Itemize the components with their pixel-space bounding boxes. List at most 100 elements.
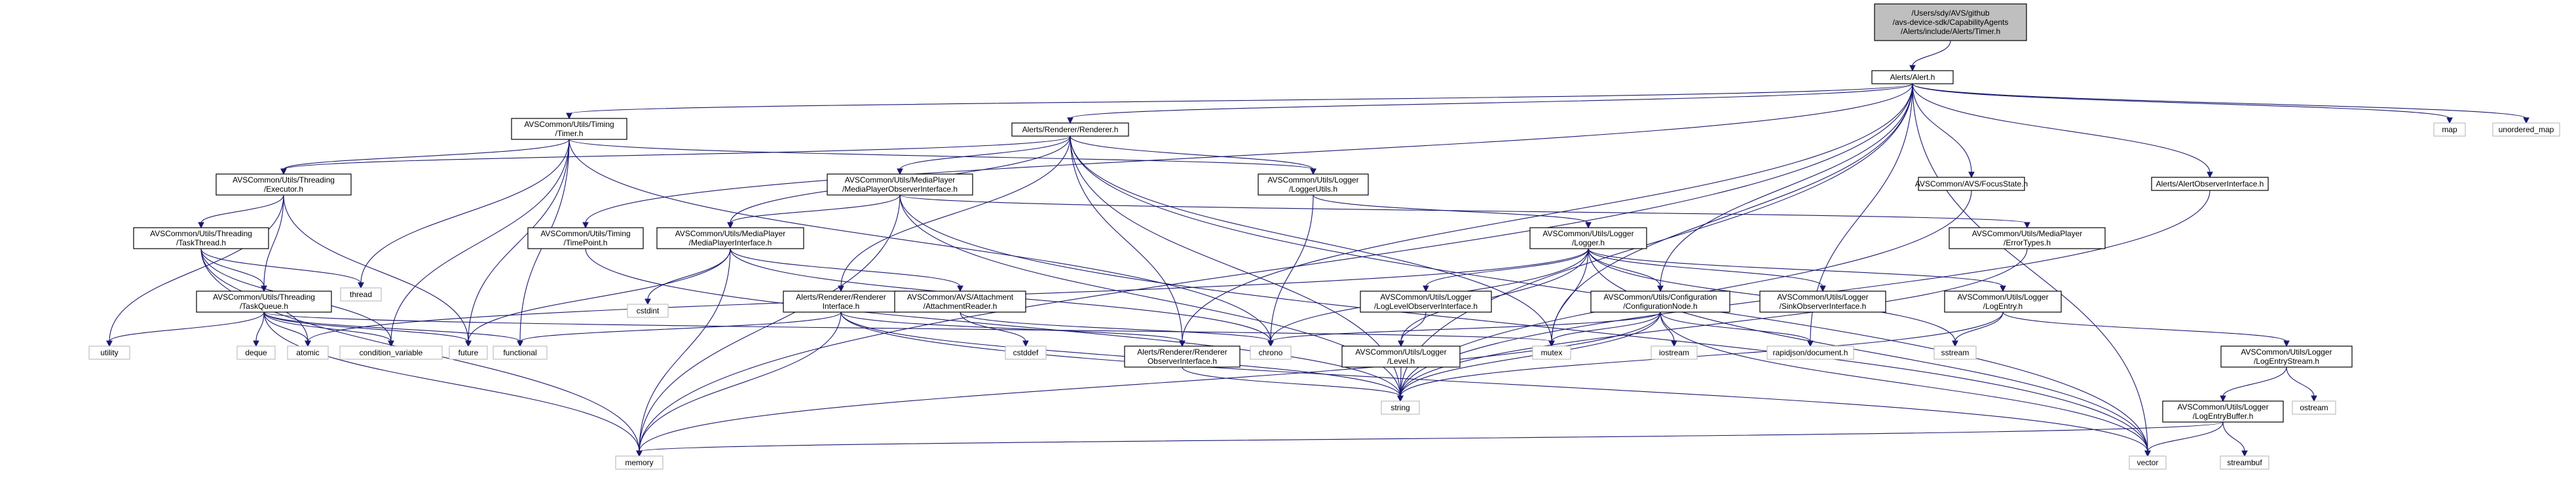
node-errtypes[interactable]: AVSCommon/Utils/MediaPlayer/ErrorTypes.h (1949, 227, 2106, 249)
node-label-timepoint-0: AVSCommon/Utils/Timing (540, 229, 630, 238)
node-sinkobs[interactable]: AVSCommon/Utils/Logger/SinkObserverInter… (1759, 291, 1886, 313)
node-confnode[interactable]: AVSCommon/Utils/Configuration/Configurat… (1590, 291, 1730, 313)
node-box-chrono (1250, 345, 1292, 360)
edge-renderer-to-executor (283, 135, 1071, 170)
node-timepoint[interactable]: AVSCommon/Utils/Timing/TimePoint.h (527, 227, 644, 249)
node-label-confnode-0: AVSCommon/Utils/Configuration (1603, 292, 1717, 302)
node-iostream[interactable]: iostream (1651, 345, 1698, 360)
node-mutex[interactable]: mutex (1532, 345, 1571, 360)
edge-logger-to-logentry (1588, 248, 2004, 287)
node-thread[interactable]: thread (340, 287, 382, 302)
node-box-logger (1529, 227, 1647, 249)
edge-executor-to-tasksthread (200, 194, 284, 224)
node-string[interactable]: string (1381, 400, 1420, 415)
node-condvar[interactable]: condition_variable (339, 345, 443, 360)
node-label-iostream-0: iostream (1659, 348, 1689, 357)
node-box-renderer (1011, 122, 1129, 137)
node-deque[interactable]: deque (236, 345, 276, 360)
node-label-logutils-0: AVSCommon/Utils/Logger (1267, 175, 1358, 185)
node-box-map (2433, 122, 2466, 137)
node-label-timepoint-1: /TimePoint.h (564, 238, 608, 247)
node-executor[interactable]: AVSCommon/Utils/Threading/Executor.h (215, 173, 352, 196)
node-loglevobs[interactable]: AVSCommon/Utils/Logger/LogLevelObserverI… (1360, 291, 1492, 313)
node-box-sstream (1933, 345, 1977, 360)
node-box-logbuffer (2162, 400, 2284, 423)
edge-mpobs-to-vector (899, 194, 2148, 452)
node-rrobs[interactable]: Alerts/Renderer/RendererObserverInterfac… (1124, 345, 1241, 368)
node-atomic[interactable]: atomic (287, 345, 329, 360)
node-memory[interactable]: memory (615, 455, 663, 470)
node-cstddef[interactable]: cstddef (1005, 345, 1047, 360)
node-logbuffer[interactable]: AVSCommon/Utils/Logger/LogEntryBuffer.h (2162, 400, 2284, 423)
node-acu_timer[interactable]: AVSCommon/Utils/Timing/Timer.h (511, 118, 627, 140)
edge-taskqueue-to-utility (109, 311, 265, 342)
node-label-loglevobs-1: /LogLevelObserverInterface.h (1374, 302, 1478, 311)
node-box-logentry (1944, 291, 2062, 313)
node-label-atomic-0: atomic (296, 348, 319, 357)
node-logstream[interactable]: AVSCommon/Utils/Logger/LogEntryStream.h (2220, 345, 2353, 368)
edge-acu_timer-to-executor (283, 139, 570, 170)
arrowhead-confnode-to-rapidjson (1807, 340, 1814, 347)
node-logger[interactable]: AVSCommon/Utils/Logger/Logger.h (1529, 227, 1647, 249)
node-cstdint[interactable]: cstdint (627, 304, 669, 318)
node-renderer[interactable]: Alerts/Renderer/Renderer.h (1011, 122, 1129, 137)
node-alert[interactable]: Alerts/Alert.h (1871, 70, 1954, 84)
node-level[interactable]: AVSCommon/Utils/Logger/Level.h (1341, 345, 1461, 368)
node-label-focus-0: AVSCommon/AVS/FocusState.h (1915, 179, 2028, 188)
edge-taskqueue-to-memory (263, 311, 640, 452)
node-alertobs[interactable]: Alerts/AlertObserverInterface.h (2151, 177, 2269, 191)
node-box-cstddef (1005, 345, 1047, 360)
node-label-logger-0: AVSCommon/Utils/Logger (1542, 229, 1633, 238)
edge-loglevobs-to-level (1400, 311, 1427, 342)
node-umap[interactable]: unordered_map (2492, 122, 2560, 137)
node-box-atomic (287, 345, 329, 360)
node-chrono[interactable]: chrono (1250, 345, 1292, 360)
node-ostream[interactable]: ostream (2292, 400, 2336, 415)
node-utility[interactable]: utility (88, 345, 130, 360)
edge-logger-to-confnode (1588, 248, 1661, 287)
node-label-logutils-1: /LoggerUtils.h (1289, 185, 1337, 194)
node-streambuf[interactable]: streambuf (2220, 455, 2269, 470)
edge-rri-to-functional (519, 311, 842, 342)
edge-taskqueue-to-condvar (263, 311, 392, 342)
node-mpi[interactable]: AVSCommon/Utils/MediaPlayer/MediaPlayerI… (656, 227, 804, 249)
node-vector[interactable]: vector (2129, 455, 2167, 470)
edge-acu_timer-to-chrono (569, 139, 1271, 342)
edge-mpobs-to-mpi (730, 194, 901, 224)
edge-rrobs-to-string (1182, 366, 1401, 397)
arrowhead-taskqueue-to-utility (106, 340, 113, 347)
edge-timer-to-alert (1912, 40, 1951, 67)
node-future[interactable]: future (449, 345, 488, 360)
edge-logentry-to-string (1400, 311, 2004, 397)
edges-layer (106, 40, 2529, 457)
node-box-utility (88, 345, 130, 360)
node-focus[interactable]: AVSCommon/AVS/FocusState.h (1915, 177, 2028, 191)
node-taskqueue[interactable]: AVSCommon/Utils/Threading/TaskQueue.h (196, 291, 332, 313)
node-tasksthread[interactable]: AVSCommon/Utils/Threading/TaskThread.h (133, 227, 269, 249)
arrowhead-taskqueue-to-condvar (388, 340, 394, 347)
edge-logstream-to-ostream (2286, 366, 2315, 397)
arrowhead-level-to-string (1397, 395, 1404, 402)
node-logentry[interactable]: AVSCommon/Utils/Logger/LogEntry.h (1944, 291, 2062, 313)
edge-logger-to-loglevobs (1425, 248, 1589, 287)
node-rapidjson[interactable]: rapidjson/document.h (1766, 345, 1854, 360)
node-map[interactable]: map (2433, 122, 2466, 137)
node-label-condvar-0: condition_variable (360, 348, 423, 357)
node-box-deque (236, 345, 276, 360)
node-label-loglevobs-0: AVSCommon/Utils/Logger (1380, 292, 1471, 302)
edge-executor-to-utility (109, 194, 284, 342)
node-box-focus (1918, 177, 2025, 191)
node-box-rri (783, 291, 899, 313)
node-sstream[interactable]: sstream (1933, 345, 1977, 360)
node-box-confnode (1590, 291, 1730, 313)
node-label-confnode-1: /ConfigurationNode.h (1623, 302, 1697, 311)
node-logutils[interactable]: AVSCommon/Utils/Logger/LoggerUtils.h (1258, 173, 1369, 196)
node-label-chrono-0: chrono (1259, 348, 1283, 357)
node-attreader[interactable]: AVSCommon/AVS/Attachment/AttachmentReade… (894, 291, 1026, 313)
edge-executor-to-future (283, 194, 469, 342)
edge-rri-to-rrobs (840, 311, 1183, 342)
node-box-memory (615, 455, 663, 470)
node-functional[interactable]: functional (493, 345, 548, 360)
node-mpobs[interactable]: AVSCommon/Utils/MediaPlayer/MediaPlayerO… (827, 173, 973, 196)
